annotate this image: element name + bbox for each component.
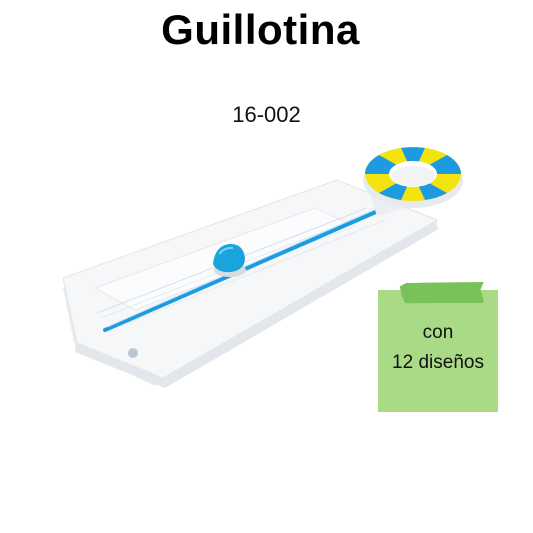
groove-3 bbox=[114, 219, 386, 329]
feature-note: con 12 diseños bbox=[378, 290, 498, 412]
note-background bbox=[378, 290, 498, 412]
cutting-rail-shine bbox=[106, 204, 386, 328]
note-line-2: 12 diseños bbox=[392, 352, 484, 373]
title-text: Guillotina bbox=[161, 6, 360, 53]
product-code-text: 16-002 bbox=[232, 102, 301, 127]
brand-mark bbox=[128, 348, 138, 358]
note-tape bbox=[400, 281, 485, 305]
product-code: 16-002 bbox=[0, 102, 533, 128]
paper-trimmer-image bbox=[62, 147, 463, 388]
cutter-knob-icon bbox=[213, 243, 246, 277]
cutting-wheel-icon bbox=[363, 147, 463, 208]
page-title: Guillotina bbox=[0, 6, 533, 54]
note-line-1: con bbox=[422, 322, 454, 343]
